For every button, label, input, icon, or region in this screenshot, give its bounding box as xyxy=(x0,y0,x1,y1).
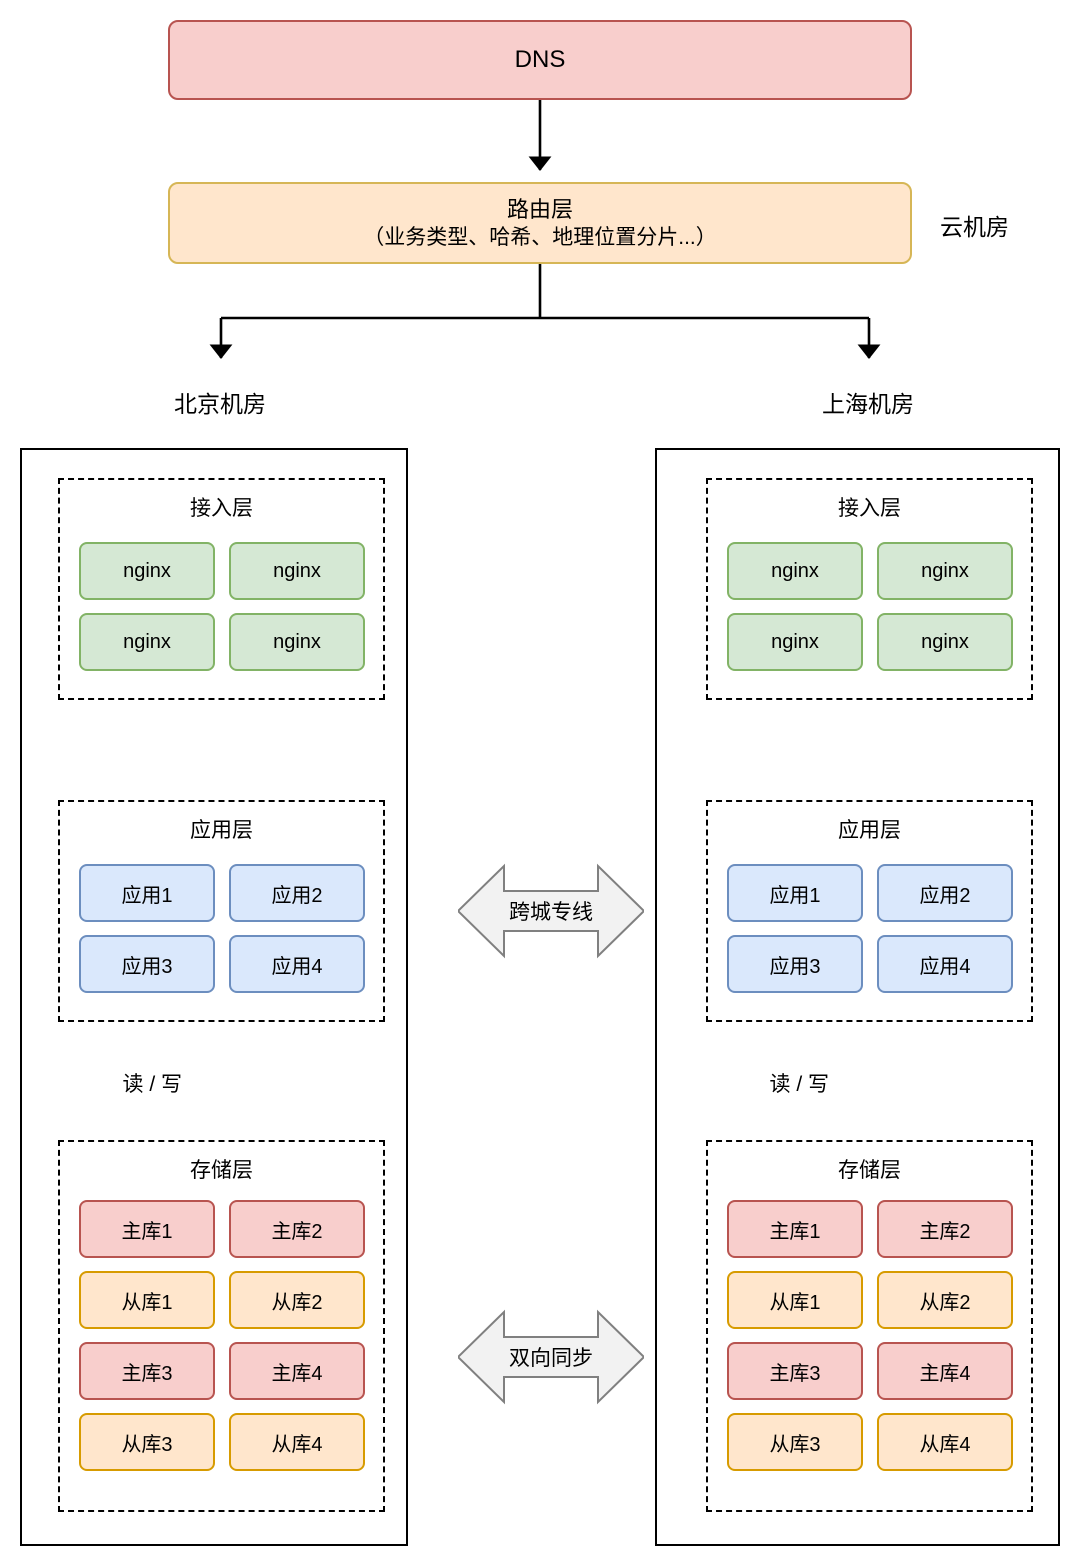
shanghai-access-layer-group: 接入层 nginx nginx nginx nginx xyxy=(706,478,1033,700)
beijing-read-write-label: 读 / 写 xyxy=(122,1073,182,1096)
beijing-app-node-4[interactable]: 应用4 xyxy=(229,935,365,993)
beijing-app-node-1[interactable]: 应用1 xyxy=(79,864,215,922)
beijing-slave-db-2[interactable]: 从库2 xyxy=(229,1271,365,1329)
shanghai-nginx-node-4[interactable]: nginx xyxy=(877,613,1013,671)
double-headed-arrow-icon xyxy=(458,1309,644,1405)
routing-layer-title: 路由层 xyxy=(506,196,573,222)
beijing-master-db-4[interactable]: 主库4 xyxy=(229,1342,365,1400)
beijing-master-db-2[interactable]: 主库2 xyxy=(229,1200,365,1258)
beijing-slave-db-3[interactable]: 从库3 xyxy=(79,1413,215,1471)
beijing-storage-layer-group: 存储层 主库1 主库2 从库1 从库2 主库3 主库4 从库3 从库4 xyxy=(58,1140,385,1512)
bidirectional-sync-arrow: 双向同步 xyxy=(458,1308,644,1406)
cross-city-line-arrow: 跨城专线 xyxy=(458,862,644,960)
shanghai-app-node-4[interactable]: 应用4 xyxy=(877,935,1013,993)
beijing-nginx-node-3[interactable]: nginx xyxy=(79,613,215,671)
shanghai-slave-db-4[interactable]: 从库4 xyxy=(877,1413,1013,1471)
shanghai-master-db-3[interactable]: 主库3 xyxy=(727,1342,863,1400)
shanghai-nginx-node-2[interactable]: nginx xyxy=(877,542,1013,600)
beijing-application-layer-group: 应用层 应用1 应用2 应用3 应用4 xyxy=(58,800,385,1022)
routing-layer-node[interactable]: 路由层 （业务类型、哈希、地理位置分片...） xyxy=(168,182,912,264)
beijing-idc-label: 北京机房 xyxy=(174,391,266,417)
cloud-idc-label: 云机房 xyxy=(940,214,1009,240)
beijing-master-db-3[interactable]: 主库3 xyxy=(79,1342,215,1400)
shanghai-storage-layer-title: 存储层 xyxy=(838,1159,901,1182)
beijing-access-layer-group: 接入层 nginx nginx nginx nginx xyxy=(58,478,385,700)
shanghai-master-db-4[interactable]: 主库4 xyxy=(877,1342,1013,1400)
shanghai-master-db-1[interactable]: 主库1 xyxy=(727,1200,863,1258)
beijing-slave-db-1[interactable]: 从库1 xyxy=(79,1271,215,1329)
shanghai-application-layer-title: 应用层 xyxy=(838,819,901,842)
beijing-application-layer-title: 应用层 xyxy=(190,819,253,842)
beijing-nginx-node-4[interactable]: nginx xyxy=(229,613,365,671)
double-headed-arrow-icon xyxy=(458,863,644,959)
shanghai-idc-label: 上海机房 xyxy=(822,391,914,417)
beijing-storage-layer-title: 存储层 xyxy=(190,1159,253,1182)
shanghai-slave-db-2[interactable]: 从库2 xyxy=(877,1271,1013,1329)
shanghai-storage-layer-group: 存储层 主库1 主库2 从库1 从库2 主库3 主库4 从库3 从库4 xyxy=(706,1140,1033,1512)
beijing-app-node-2[interactable]: 应用2 xyxy=(229,864,365,922)
beijing-access-layer-title: 接入层 xyxy=(190,497,253,520)
shanghai-master-db-2[interactable]: 主库2 xyxy=(877,1200,1013,1258)
shanghai-app-node-2[interactable]: 应用2 xyxy=(877,864,1013,922)
cross-city-line-label: 跨城专线 xyxy=(509,901,593,924)
shanghai-app-node-3[interactable]: 应用3 xyxy=(727,935,863,993)
shanghai-nginx-node-1[interactable]: nginx xyxy=(727,542,863,600)
shanghai-read-write-label: 读 / 写 xyxy=(769,1073,829,1096)
shanghai-access-layer-title: 接入层 xyxy=(838,497,901,520)
shanghai-application-layer-group: 应用层 应用1 应用2 应用3 应用4 xyxy=(706,800,1033,1022)
routing-layer-subtitle: （业务类型、哈希、地理位置分片...） xyxy=(363,225,717,249)
shanghai-slave-db-3[interactable]: 从库3 xyxy=(727,1413,863,1471)
dns-node[interactable]: DNS xyxy=(168,20,912,100)
dns-label: DNS xyxy=(514,46,566,74)
beijing-app-node-3[interactable]: 应用3 xyxy=(79,935,215,993)
bidirectional-sync-label: 双向同步 xyxy=(509,1347,593,1370)
shanghai-slave-db-1[interactable]: 从库1 xyxy=(727,1271,863,1329)
shanghai-app-node-1[interactable]: 应用1 xyxy=(727,864,863,922)
beijing-slave-db-4[interactable]: 从库4 xyxy=(229,1413,365,1471)
beijing-master-db-1[interactable]: 主库1 xyxy=(79,1200,215,1258)
beijing-nginx-node-2[interactable]: nginx xyxy=(229,542,365,600)
beijing-nginx-node-1[interactable]: nginx xyxy=(79,542,215,600)
shanghai-nginx-node-3[interactable]: nginx xyxy=(727,613,863,671)
